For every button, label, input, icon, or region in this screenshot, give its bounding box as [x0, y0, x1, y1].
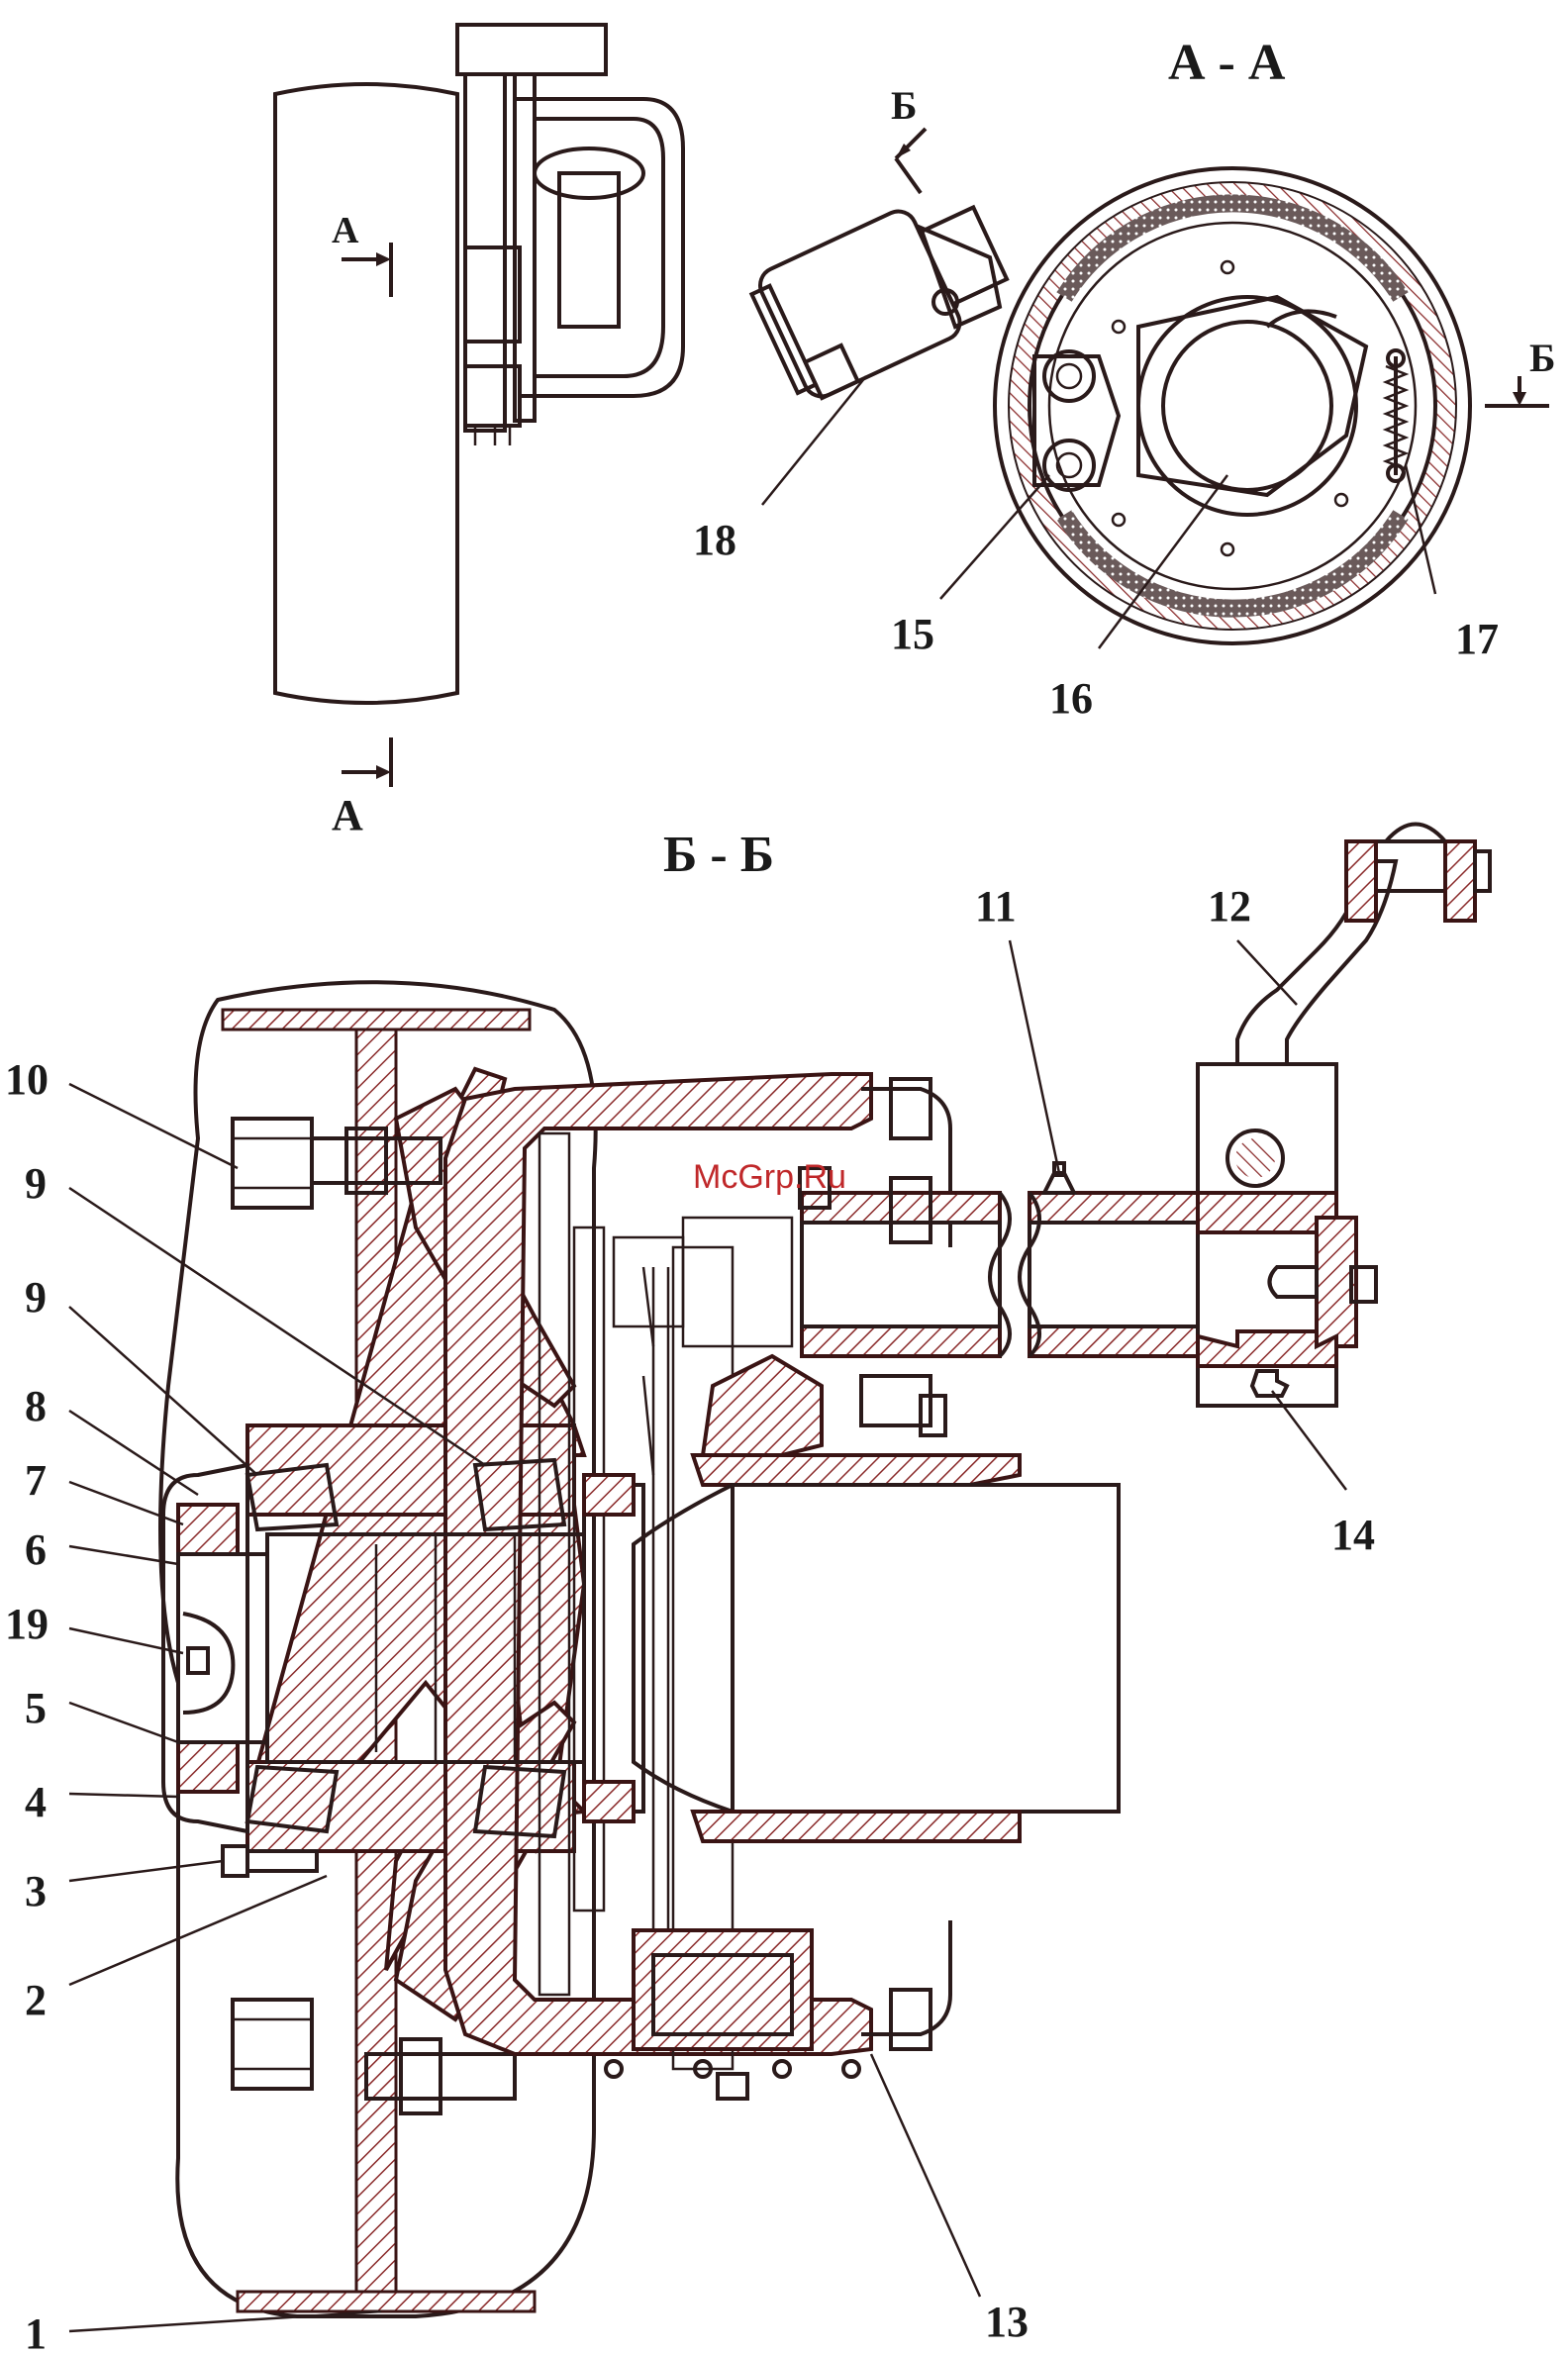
callout-3: 3 [25, 1867, 47, 1915]
callout-14: 14 [1331, 1511, 1375, 1559]
hub-outer [1138, 297, 1356, 515]
callout-17: 17 [1455, 615, 1499, 663]
tire-outline [275, 84, 457, 703]
cut-label-b-right: Б [1529, 336, 1555, 380]
grease-nipple-14 [1252, 1371, 1287, 1396]
roller-bottom [1044, 441, 1094, 490]
callout-11: 11 [975, 882, 1017, 931]
wheel-side-view: А А [275, 25, 683, 839]
section-aa-view: А - А Б Б [745, 35, 1555, 643]
callout-18: 18 [693, 516, 736, 564]
callout-7: 7 [25, 1456, 47, 1505]
callout-8: 8 [25, 1382, 47, 1430]
cut-label-a-bottom: А [332, 791, 363, 839]
return-spring-17 [1386, 350, 1406, 481]
callout-4: 4 [25, 1778, 47, 1826]
callout-9a: 9 [25, 1273, 47, 1322]
section-bb-view: Б - Б [160, 825, 1490, 2317]
cut-label-b-left: Б [891, 83, 917, 128]
callout-5: 5 [25, 1684, 47, 1732]
callout-13: 13 [985, 2298, 1029, 2346]
lock-nut-7 [178, 1505, 238, 1554]
hub-bore [1163, 322, 1331, 490]
callout-9b: 9 [25, 1159, 47, 1208]
seal-bottom [584, 1782, 634, 1821]
callout-19: 19 [5, 1600, 49, 1648]
axle-tube-vertical [465, 74, 505, 431]
axle-beam [733, 1485, 1119, 1812]
callout-6: 6 [25, 1525, 47, 1574]
callout-16: 16 [1049, 674, 1093, 723]
camshaft-11 [802, 1223, 1000, 1326]
callout-10: 10 [5, 1055, 49, 1104]
seal-top [584, 1475, 634, 1515]
cut-label-a-top: А [332, 210, 359, 251]
callout-2: 2 [25, 1976, 47, 2024]
callout-12: 12 [1208, 882, 1251, 931]
section-aa-title: А - А [1168, 35, 1286, 91]
mount-bracket [457, 25, 606, 74]
grease-fitting-19 [188, 1648, 208, 1673]
brake-drum [995, 168, 1470, 643]
callout-15: 15 [891, 610, 934, 658]
callout-1: 1 [25, 2309, 47, 2350]
lock-nut-4 [178, 1742, 238, 1792]
watermark: McGrp.Ru [693, 1158, 846, 1196]
rim-top [223, 1010, 530, 1030]
section-bb-title: Б - Б [663, 827, 774, 883]
brake-chamber-18 [745, 180, 1020, 406]
expander-cam [1034, 356, 1119, 485]
brake-shoe-bottom [634, 1930, 812, 2049]
bolt-3 [223, 1846, 247, 1876]
rim-bottom [238, 2292, 535, 2311]
